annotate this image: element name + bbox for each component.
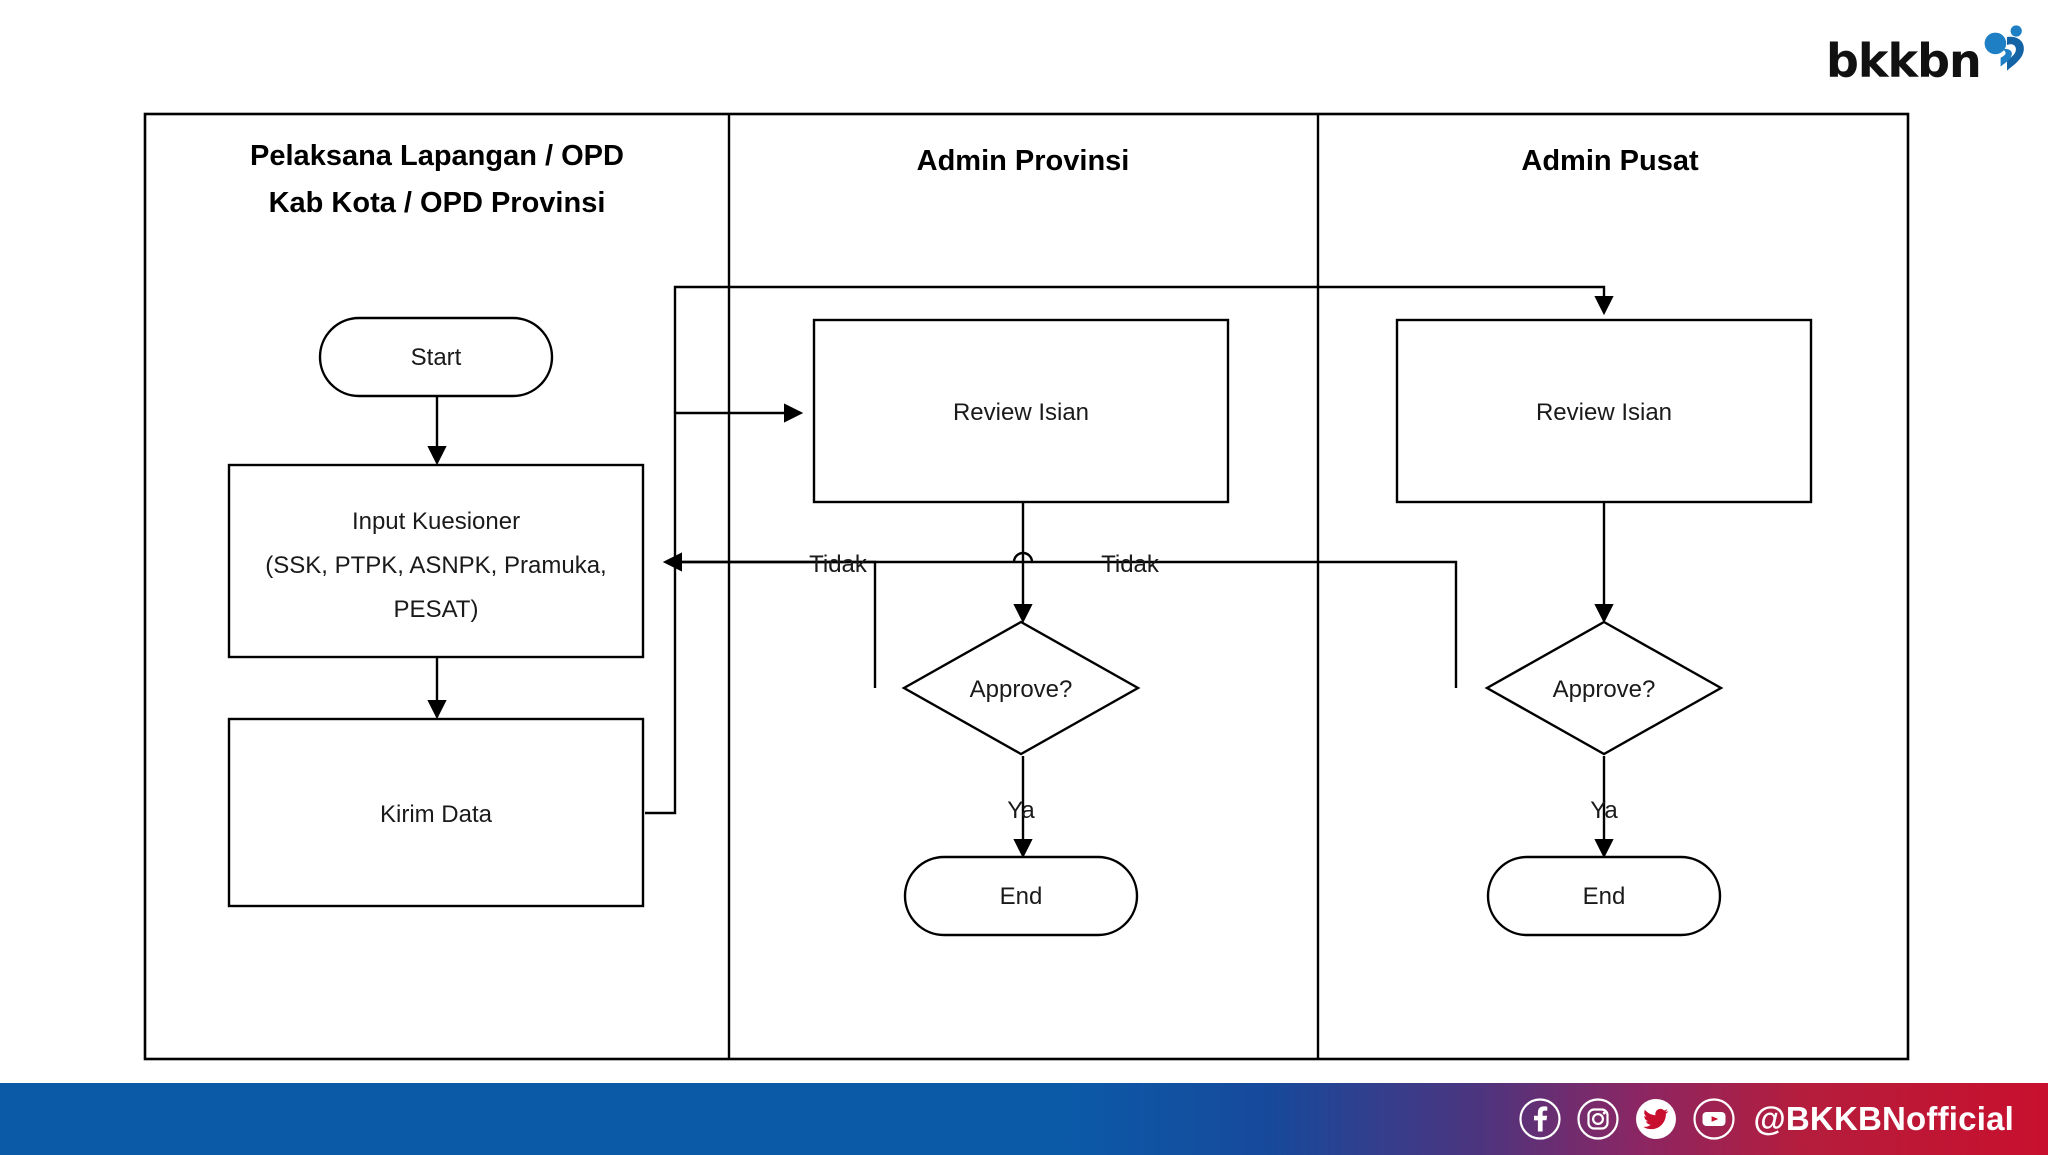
node-approve-provinsi-label: Approve? [970, 676, 1073, 703]
node-approve-provinsi[interactable] [901, 620, 1141, 756]
instagram-icon[interactable] [1576, 1097, 1620, 1141]
edge-label-ya-middle: Ya [1007, 797, 1035, 824]
node-start-label: Start [411, 344, 462, 371]
footer-bar: @BKKBNofficial [0, 1083, 2048, 1155]
youtube-icon[interactable] [1692, 1097, 1736, 1141]
edge-label-tidak-right: Tidak [1101, 551, 1160, 578]
edge-approve-provinsi-tidak [662, 552, 877, 688]
social-handle: @BKKBNofficial [1753, 1100, 2014, 1137]
node-approve-pusat-label: Approve? [1553, 676, 1656, 703]
bkkbn-figure-icon [1984, 25, 2024, 71]
edge-label-tidak-left: Tidak [809, 551, 868, 578]
node-input-kuesioner[interactable] [227, 463, 645, 659]
twitter-icon[interactable] [1634, 1097, 1678, 1141]
node-review-isian-provinsi-label: Review Isian [953, 399, 1089, 426]
lane-title-provinsi: Admin Provinsi [917, 145, 1130, 177]
edge-label-ya-right: Ya [1590, 797, 1618, 824]
node-kirim-data-label: Kirim Data [380, 801, 493, 828]
node-input-kuesioner-label-line3: PESAT) [394, 596, 479, 623]
swimlane-frame [143, 112, 1910, 1061]
node-review-isian-pusat[interactable] [1395, 318, 1813, 504]
bkkbn-logo: bkkbn [1826, 8, 2026, 86]
node-input-kuesioner-label-line2: (SSK, PTPK, ASNPK, Pramuka, [265, 552, 606, 579]
edge-kirim-to-review-provinsi [645, 403, 804, 815]
lane-title-pelaksana-line1: Pelaksana Lapangan / OPD [250, 140, 624, 172]
node-start[interactable] [318, 316, 554, 398]
node-end-provinsi[interactable] [903, 855, 1139, 937]
lane-title-pusat: Admin Pusat [1521, 145, 1699, 177]
node-end-pusat[interactable] [1486, 855, 1722, 937]
logo-wordmark: bkkbn [1826, 34, 1982, 88]
node-input-kuesioner-label-line1: Input Kuesioner [352, 508, 520, 535]
node-end-pusat-label: End [1583, 883, 1626, 910]
edge-kirim-to-review-pusat [673, 285, 1614, 413]
node-review-isian-pusat-label: Review Isian [1536, 399, 1672, 426]
social-icons [1518, 1097, 1736, 1141]
facebook-icon[interactable] [1518, 1097, 1562, 1141]
node-kirim-data[interactable] [227, 717, 645, 908]
node-approve-pusat[interactable] [1484, 620, 1724, 756]
flowchart-container: Pelaksana Lapangan / OPD Kab Kota / OPD … [143, 112, 1910, 1061]
node-end-provinsi-label: End [1000, 883, 1043, 910]
lane-title-pelaksana-line2: Kab Kota / OPD Provinsi [269, 187, 606, 219]
node-review-isian-provinsi[interactable] [812, 318, 1230, 504]
edge-approve-pusat-tidak [666, 560, 1458, 688]
line-hop-marker [1012, 551, 1034, 563]
